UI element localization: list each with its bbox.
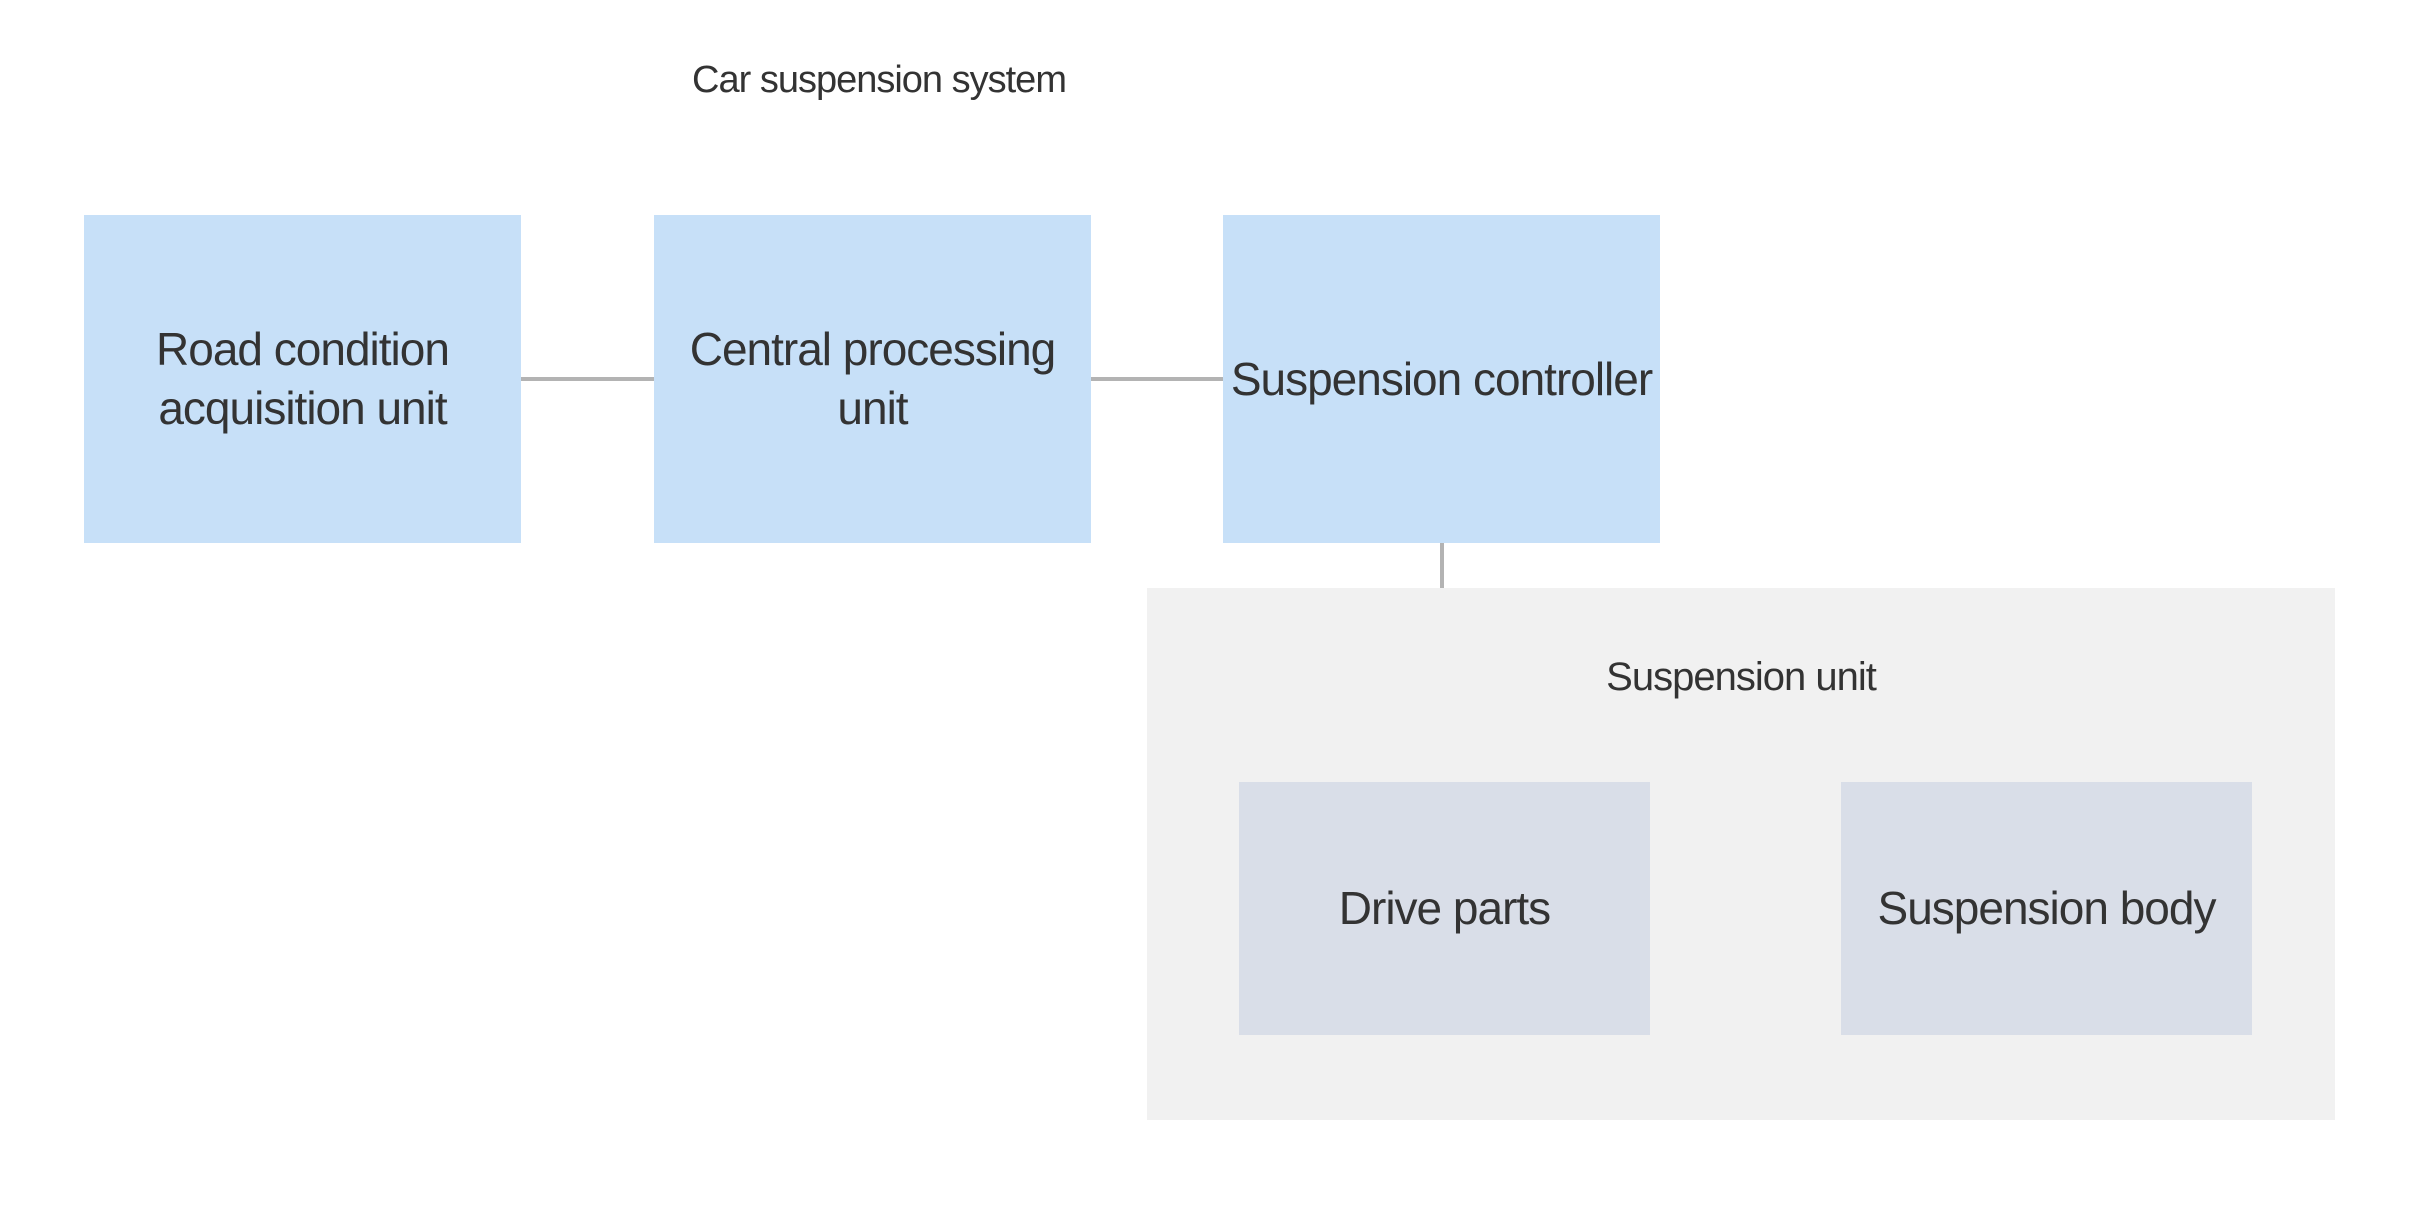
block-road-condition-acquisition-unit: Road condition acquisition unit <box>84 215 521 543</box>
block-drive-parts: Drive parts <box>1239 782 1650 1035</box>
block-suspension-controller-label: Suspension controller <box>1230 352 1653 405</box>
block-suspension-body: Suspension body <box>1841 782 2252 1035</box>
block-road-condition-acquisition-unit-label: Road condition acquisition unit <box>156 323 450 434</box>
block-suspension-controller: Suspension controller <box>1223 215 1660 543</box>
block-central-processing-unit-label: Central processing unit <box>689 323 1057 434</box>
block-drive-parts-label: Drive parts <box>1338 882 1551 934</box>
diagram-title: Car suspension system <box>692 59 1067 101</box>
block-central-processing-unit: Central processing unit <box>654 215 1091 543</box>
group-suspension-unit-label: Suspension unit <box>1606 655 1877 699</box>
edge-cpu-to-controller <box>1091 377 1223 381</box>
block-suspension-body-label: Suspension body <box>1877 882 2217 934</box>
edge-road-to-cpu <box>521 377 654 381</box>
